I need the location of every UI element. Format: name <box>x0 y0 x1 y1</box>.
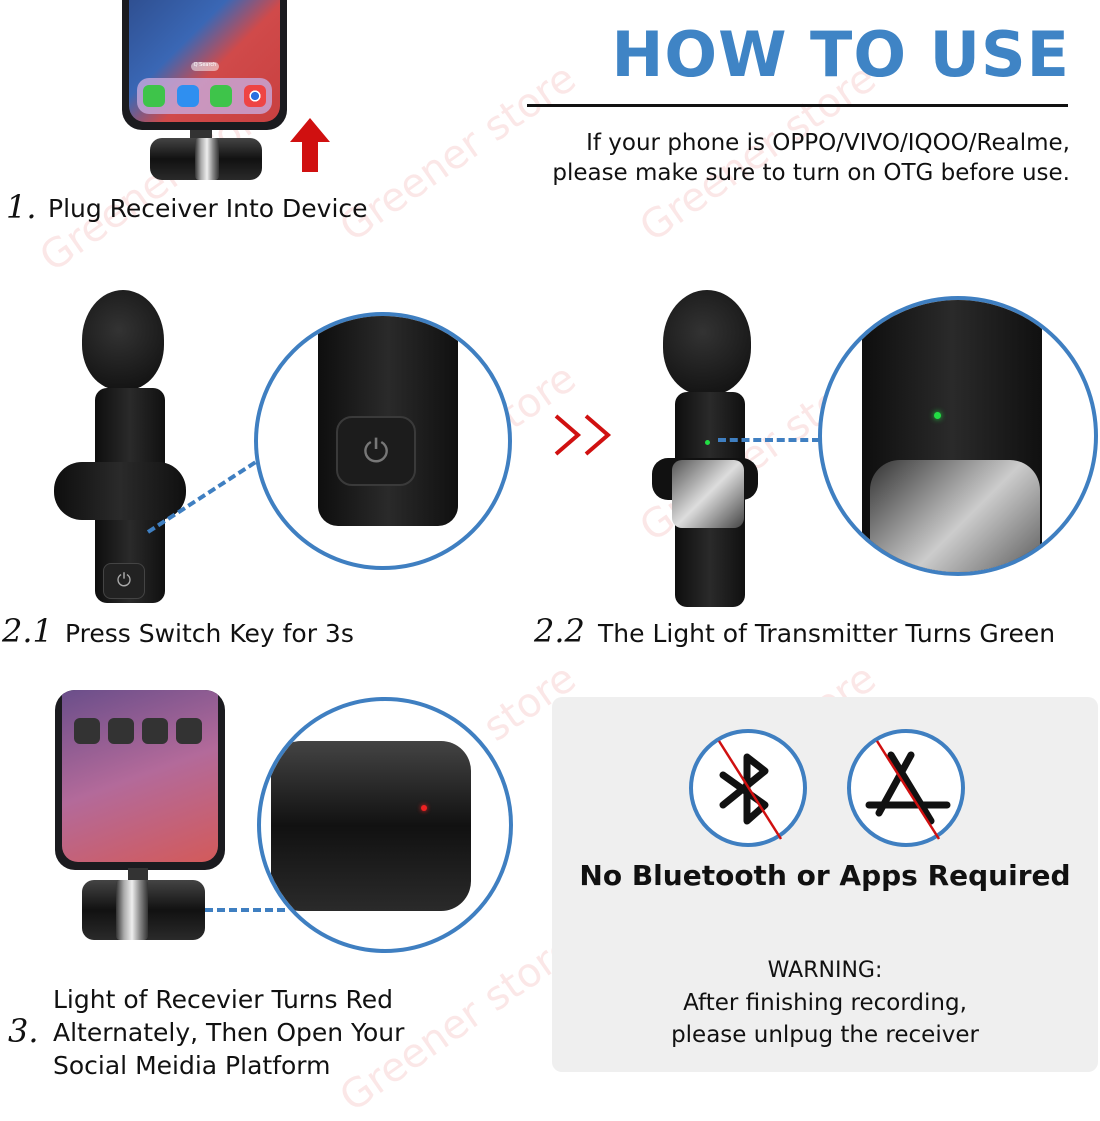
next-chevrons-icon <box>554 414 612 456</box>
mic-windscreen <box>663 290 751 395</box>
receiver-illustration <box>82 880 205 940</box>
warning-line: please unlpug the receiver <box>671 1022 979 1048</box>
power-key-closeup-icon: ⏻ <box>336 416 416 486</box>
safari-app-icon <box>176 85 199 107</box>
usb-connector <box>128 868 148 882</box>
calculator-icon <box>142 718 168 744</box>
requirements-panel: No Bluetooth or Apps Required WARNING: A… <box>552 697 1098 1072</box>
app-dock <box>137 78 272 114</box>
step-3-line: Light of Recevier Turns Red <box>53 985 393 1014</box>
page-title: HOW TO USE <box>611 18 1070 91</box>
transmitter-clip <box>54 462 186 520</box>
step-1-number: 1. <box>6 188 37 226</box>
step-2-2-number: 2.2 <box>534 612 585 650</box>
step-2-1-number: 2.1 <box>2 612 53 650</box>
green-led-closeup <box>934 412 941 419</box>
phone-app-icon <box>142 85 165 107</box>
receiver-closeup <box>271 741 471 911</box>
app-store-crossed-icon <box>847 729 965 847</box>
bluetooth-crossed-icon <box>689 729 807 847</box>
step-3-line: Social Meidia Platform <box>53 1051 331 1080</box>
timer-icon <box>108 718 134 744</box>
warning-line: After finishing recording, <box>683 990 967 1016</box>
step-2-1-label: Press Switch Key for 3s <box>65 619 354 648</box>
clip-plate-closeup <box>870 460 1040 572</box>
control-center-icons <box>74 718 202 744</box>
receiver-illustration <box>150 138 262 180</box>
up-arrow-icon <box>290 118 330 172</box>
callout-line <box>205 908 285 912</box>
callout-line <box>718 438 820 442</box>
mic-windscreen <box>82 290 164 390</box>
step-3-line: Alternately, Then Open Your <box>53 1018 405 1047</box>
zoom-circle-power-key: ⏻ <box>254 312 512 570</box>
otg-note-line2: please make sure to turn on OTG before u… <box>552 160 1070 186</box>
otg-note: If your phone is OPPO/VIVO/IQOO/Realme, … <box>480 128 1070 188</box>
chrome-app-icon <box>244 85 267 107</box>
title-divider <box>527 104 1068 107</box>
warning-title: WARNING: <box>767 958 883 983</box>
power-button-icon: ⏻ <box>103 563 145 599</box>
flashlight-icon <box>74 718 100 744</box>
step-3-number: 3. <box>8 1012 39 1050</box>
usb-connector <box>190 130 212 140</box>
warning-block: WARNING: After finishing recording, plea… <box>552 955 1098 1051</box>
phone-illustration: Q Search <box>122 0 287 130</box>
messages-app-icon <box>210 85 233 107</box>
step-3-label: Light of Recevier Turns Red Alternately,… <box>53 983 404 1082</box>
step-1-label: Plug Receiver Into Device <box>48 194 368 223</box>
zoom-circle-green-light <box>818 296 1098 576</box>
clip-plate <box>672 460 744 528</box>
green-led <box>705 440 710 445</box>
camera-icon <box>176 718 202 744</box>
search-pill: Q Search <box>191 62 219 71</box>
no-bluetooth-headline: No Bluetooth or Apps Required <box>579 859 1071 892</box>
zoom-circle-red-light <box>257 697 513 953</box>
otg-note-line1: If your phone is OPPO/VIVO/IQOO/Realme, <box>586 130 1070 156</box>
phone-illustration <box>55 690 225 870</box>
step-2-2-label: The Light of Transmitter Turns Green <box>598 619 1056 648</box>
red-led <box>421 805 427 811</box>
